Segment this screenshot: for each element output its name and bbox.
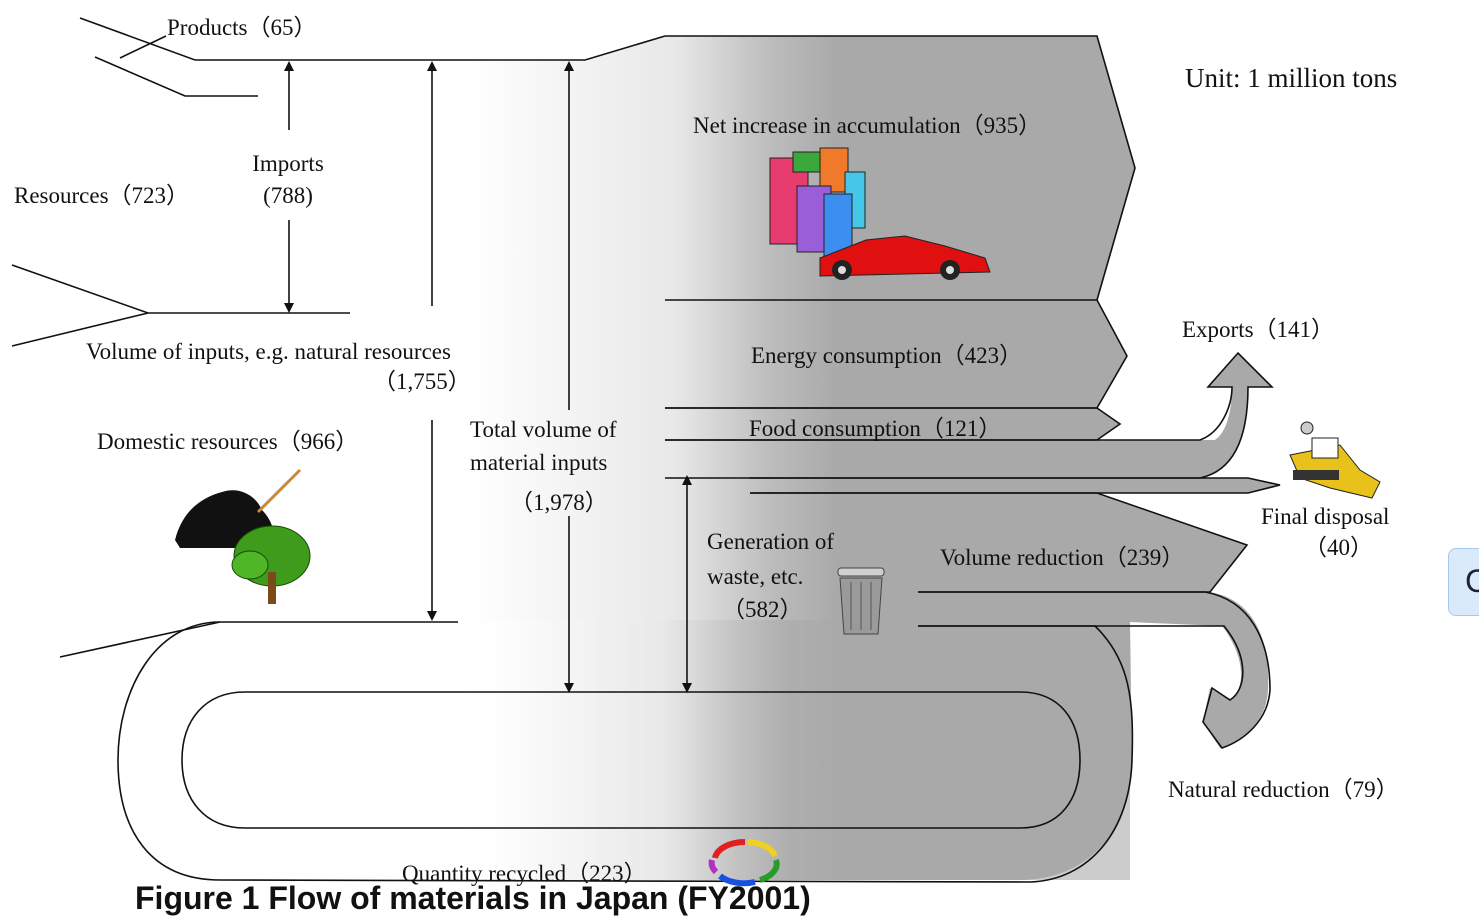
unit-label: Unit: 1 million tons xyxy=(1185,63,1398,93)
exports-label: Exports（141） xyxy=(1182,317,1335,342)
imports-label: Imports xyxy=(252,151,324,176)
quantity-recycled-label: Quantity recycled（223） xyxy=(402,861,647,886)
flow-diagram-svg xyxy=(11,17,1381,887)
main-flow-band xyxy=(118,36,1280,880)
natural-reduction-label: Natural reduction（79） xyxy=(1168,777,1399,802)
net-increase-label: Net increase in accumulation（935） xyxy=(693,113,1042,138)
tree-icon xyxy=(231,525,311,604)
side-panel-tab-label: C xyxy=(1465,563,1479,600)
volume-of-inputs-label: Volume of inputs, e.g. natural resources xyxy=(86,339,451,364)
side-panel-tab[interactable]: C xyxy=(1448,548,1479,616)
total-volume-line2: material inputs xyxy=(470,450,608,475)
final-disposal-label: Final disposal xyxy=(1261,504,1390,529)
volume-reduction-label: Volume reduction（239） xyxy=(940,545,1185,570)
car-icon xyxy=(819,235,991,280)
domestic-resources-label: Domestic resources（966） xyxy=(97,429,359,454)
recycle-icon xyxy=(708,838,780,887)
bulldozer-icon xyxy=(1289,421,1381,499)
food-consumption-label: Food consumption（121） xyxy=(749,416,1002,441)
total-volume-line1: Total volume of xyxy=(470,417,617,442)
figure-title: Figure 1 Flow of materials in Japan (FY2… xyxy=(135,880,811,916)
material-flow-diagram: Products（65） Unit: 1 million tons Import… xyxy=(11,15,1479,916)
generation-line2: waste, etc. xyxy=(707,564,804,589)
volume-of-inputs-value: （1,755） xyxy=(373,369,471,394)
final-disposal-value: （40） xyxy=(1304,535,1373,560)
products-label: Products（65） xyxy=(167,15,317,40)
energy-consumption-label: Energy consumption（423） xyxy=(751,343,1023,368)
buildings-icon xyxy=(769,147,866,261)
total-volume-value: （1,978） xyxy=(510,490,608,515)
flow-outlines xyxy=(11,17,1281,883)
trash-can-icon xyxy=(837,567,885,635)
generation-value: （582） xyxy=(722,597,803,622)
generation-line1: Generation of xyxy=(707,529,835,554)
imports-value: (788) xyxy=(263,183,313,208)
dimension-arrows xyxy=(284,61,692,693)
resources-label: Resources（723） xyxy=(14,183,190,208)
